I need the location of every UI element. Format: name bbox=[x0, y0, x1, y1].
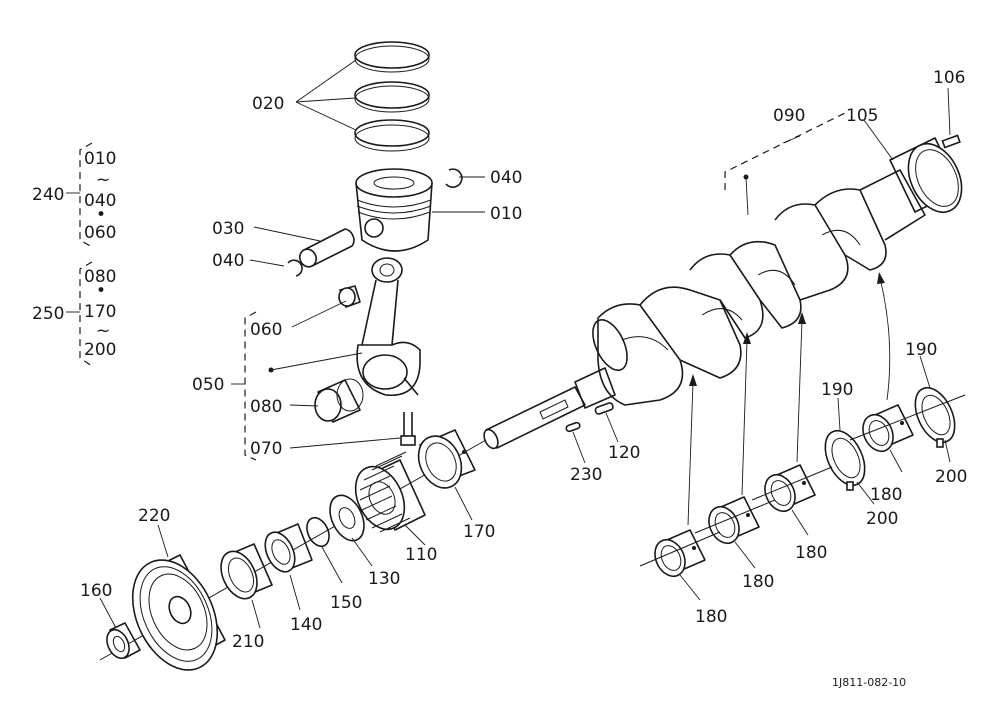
circlip-left bbox=[287, 259, 303, 277]
svg-text:010: 010 bbox=[84, 149, 116, 169]
label-070: 070 bbox=[250, 439, 282, 459]
collar-210 bbox=[220, 543, 273, 600]
pulley-nut bbox=[106, 622, 141, 660]
label-080: 080 bbox=[250, 397, 282, 417]
connecting-rod bbox=[356, 257, 421, 396]
rear-bush bbox=[889, 137, 963, 213]
main-bearing-3 bbox=[764, 464, 816, 513]
crankshaft bbox=[483, 169, 926, 450]
piston-pin bbox=[299, 228, 355, 268]
set-250: 250 080 • 170 ~ 200 bbox=[32, 261, 116, 367]
svg-text:•: • bbox=[96, 205, 106, 225]
small-end-bush bbox=[338, 285, 361, 308]
label-090: 090 bbox=[773, 106, 805, 126]
svg-text:240: 240 bbox=[32, 185, 64, 205]
rear-pin bbox=[941, 134, 961, 149]
label-180-1: 180 bbox=[695, 607, 727, 627]
label-170: 170 bbox=[463, 522, 495, 542]
crank-gear bbox=[354, 451, 426, 533]
label-150: 150 bbox=[330, 593, 362, 613]
label-110: 110 bbox=[405, 545, 437, 565]
main-bearing-4 bbox=[862, 404, 914, 453]
label-180-2: 180 bbox=[742, 572, 774, 592]
bracket-050 bbox=[244, 311, 257, 461]
svg-text:080: 080 bbox=[84, 267, 116, 287]
thrust-washer-rear bbox=[914, 386, 956, 448]
piston-rings bbox=[354, 41, 430, 152]
label-140: 140 bbox=[290, 615, 322, 635]
label-130: 130 bbox=[368, 569, 400, 589]
label-200-2: 200 bbox=[935, 467, 967, 487]
label-230: 230 bbox=[570, 465, 602, 485]
label-106: 106 bbox=[933, 68, 965, 88]
label-180-4: 180 bbox=[870, 485, 902, 505]
set-240: 240 010 ~ 040 • 060 bbox=[32, 142, 116, 248]
collar-140 bbox=[264, 523, 313, 573]
leader-020 bbox=[295, 59, 357, 131]
label-210: 210 bbox=[232, 632, 264, 652]
label-190-1: 190 bbox=[821, 380, 853, 400]
label-200-1: 200 bbox=[866, 509, 898, 529]
drawing-code: 1J811-082-10 bbox=[832, 676, 906, 689]
main-bearing-2 bbox=[708, 496, 760, 545]
key-230 bbox=[565, 421, 581, 433]
label-040-right: 040 bbox=[490, 168, 522, 188]
svg-text:040: 040 bbox=[84, 191, 116, 211]
label-030: 030 bbox=[212, 219, 244, 239]
fit-arrows bbox=[687, 272, 891, 526]
svg-text:~: ~ bbox=[96, 321, 110, 341]
label-160: 160 bbox=[80, 581, 112, 601]
label-010: 010 bbox=[490, 204, 522, 224]
label-120: 120 bbox=[608, 443, 640, 463]
label-020: 020 bbox=[252, 94, 284, 114]
o-ring bbox=[306, 516, 330, 548]
label-105: 105 bbox=[846, 106, 878, 126]
circlip-right bbox=[445, 168, 463, 188]
label-050: 050 bbox=[192, 375, 224, 395]
bracket-090 bbox=[724, 112, 846, 190]
main-bearing-1 bbox=[654, 529, 706, 578]
svg-text:~: ~ bbox=[96, 170, 110, 190]
label-060: 060 bbox=[250, 320, 282, 340]
svg-text:200: 200 bbox=[84, 340, 116, 360]
label-220: 220 bbox=[138, 506, 170, 526]
piston bbox=[355, 168, 433, 252]
label-180-3: 180 bbox=[795, 543, 827, 563]
conrod-bearing bbox=[314, 378, 364, 423]
conrod-bolt bbox=[400, 412, 416, 446]
svg-text:060: 060 bbox=[84, 223, 116, 243]
label-040-left: 040 bbox=[212, 251, 244, 271]
label-190-2: 190 bbox=[905, 340, 937, 360]
front-bush bbox=[417, 429, 476, 489]
svg-text:170: 170 bbox=[84, 302, 116, 322]
washer-130 bbox=[329, 494, 365, 542]
svg-text:250: 250 bbox=[32, 304, 64, 324]
thrust-washer-front bbox=[824, 429, 866, 491]
svg-text:•: • bbox=[96, 281, 106, 301]
pulley bbox=[131, 554, 226, 671]
key-120 bbox=[594, 402, 614, 415]
